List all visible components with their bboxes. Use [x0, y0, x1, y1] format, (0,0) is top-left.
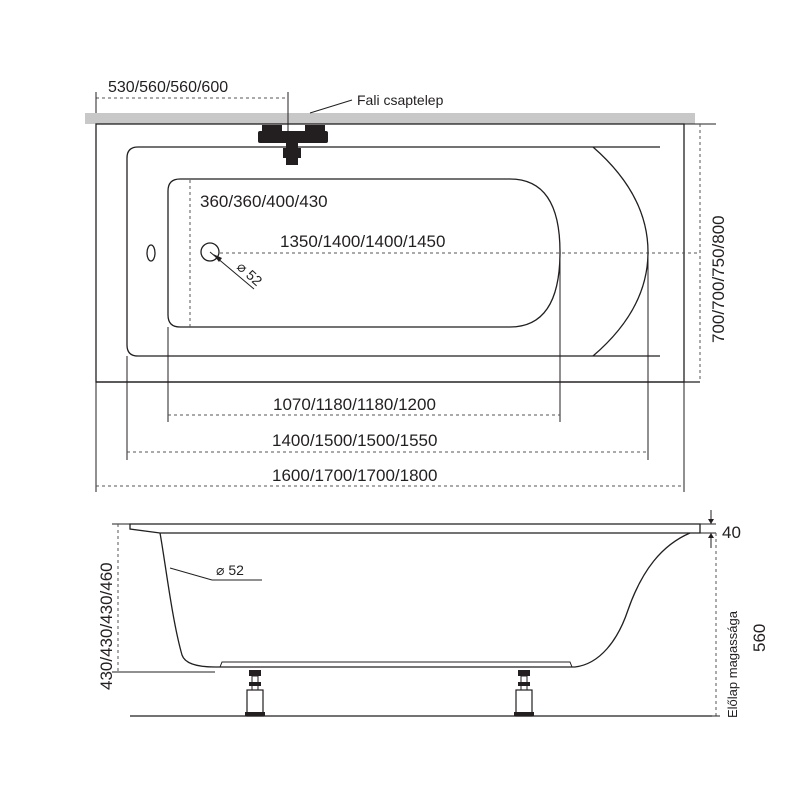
tub-bottom-outline — [167, 178, 561, 328]
faucet-icon — [258, 125, 328, 165]
dim-rim-thickness: 40 — [722, 523, 741, 542]
drain-icon — [200, 242, 220, 262]
dim-drain-diameter-top: ⌀ 52 — [234, 258, 266, 289]
tub-rim-outline — [126, 146, 660, 357]
front-panel-label: Előlap magassága — [725, 610, 740, 718]
wall-strip — [85, 113, 695, 124]
dim-drain-distance: 1350/1400/1400/1450 — [280, 232, 445, 251]
drain-leader-side — [169, 567, 213, 581]
wall-faucet-label: Fali csaptelep — [357, 92, 444, 108]
top-view: 530/560/560/600 Fali csaptelep 360/360/4… — [85, 79, 728, 492]
side-view: ⌀ 52 430/430/430/460 40 Előlap magassága… — [97, 510, 769, 718]
dim-height: 430/430/430/460 — [97, 562, 116, 690]
dim-drain-offset: 360/360/400/430 — [200, 192, 328, 211]
overflow-hole-icon — [146, 244, 156, 262]
dim-total-length: 1600/1700/1700/1800 — [272, 466, 437, 485]
drain-arrow — [213, 254, 222, 262]
dim-inner-length: 1400/1500/1500/1550 — [272, 431, 437, 450]
dim-width: 700/700/750/800 — [709, 215, 728, 343]
front-panel-height: 560 — [750, 624, 769, 652]
dim-bottom-length: 1070/1180/1180/1200 — [273, 395, 436, 414]
tub-body-side — [159, 532, 691, 668]
tub-base-plate — [219, 661, 573, 668]
tub-rim-arc — [592, 146, 649, 357]
tub-rim-side — [129, 523, 701, 534]
adjustable-leg-icon — [245, 670, 265, 717]
dim-drain-diameter-side: ⌀ 52 — [216, 562, 244, 578]
adjustable-leg-icon — [514, 670, 534, 717]
dim-faucet-offset: 530/560/560/600 — [108, 79, 228, 96]
